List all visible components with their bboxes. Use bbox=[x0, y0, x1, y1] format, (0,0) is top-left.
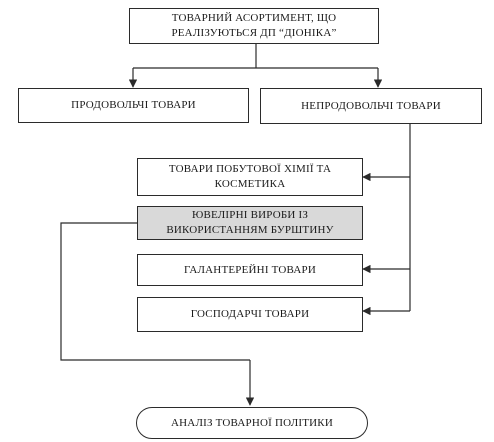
jewelry-to-analysis-path bbox=[60, 222, 250, 361]
household-goods-label: ГОСПОДАРЧІ ТОВАРИ bbox=[190, 308, 310, 320]
household-chemicals-box: ТОВАРИ ПОБУТОВОЇ ХІМІЇ ТА КОСМЕТИКА bbox=[137, 158, 363, 196]
haberdashery-label: ГАЛАНТЕРЕЙНІ ТОВАРИ bbox=[184, 263, 316, 276]
food-box: ПРОДОВОЛЬЧІ ТОВАРИ bbox=[18, 88, 249, 123]
food-label: ПРОДОВОЛЬЧІ ТОВАРИ bbox=[71, 99, 196, 111]
jewelry-label: ЮВЕЛІРНІ ВИРОБИ ІЗ ВИКОРИСТАННЯМ БУРШТИН… bbox=[166, 209, 334, 236]
jewelry-box: ЮВЕЛІРНІ ВИРОБИ ІЗ ВИКОРИСТАННЯМ БУРШТИН… bbox=[137, 206, 363, 240]
non-food-label: НЕПРОДОВОЛЬЧІ ТОВАРИ bbox=[301, 99, 441, 112]
haberdashery-box: ГАЛАНТЕРЕЙНІ ТОВАРИ bbox=[137, 254, 363, 286]
household-chemicals-label: ТОВАРИ ПОБУТОВОЇ ХІМІЇ ТА КОСМЕТИКА bbox=[168, 163, 332, 190]
household-goods-box: ГОСПОДАРЧІ ТОВАРИ bbox=[137, 297, 363, 332]
root-label: ТОВАРНИЙ АСОРТИМЕНТ, ЩО РЕАЛІЗУЮТЬСЯ ДП … bbox=[171, 12, 337, 39]
non-food-box: НЕПРОДОВОЛЬЧІ ТОВАРИ bbox=[260, 88, 482, 124]
root-box: ТОВАРНИЙ АСОРТИМЕНТ, ЩО РЕАЛІЗУЮТЬСЯ ДП … bbox=[129, 8, 379, 44]
analysis-box: АНАЛІЗ ТОВАРНОЇ ПОЛІТИКИ bbox=[136, 407, 368, 439]
analysis-label: АНАЛІЗ ТОВАРНОЇ ПОЛІТИКИ bbox=[171, 416, 333, 429]
